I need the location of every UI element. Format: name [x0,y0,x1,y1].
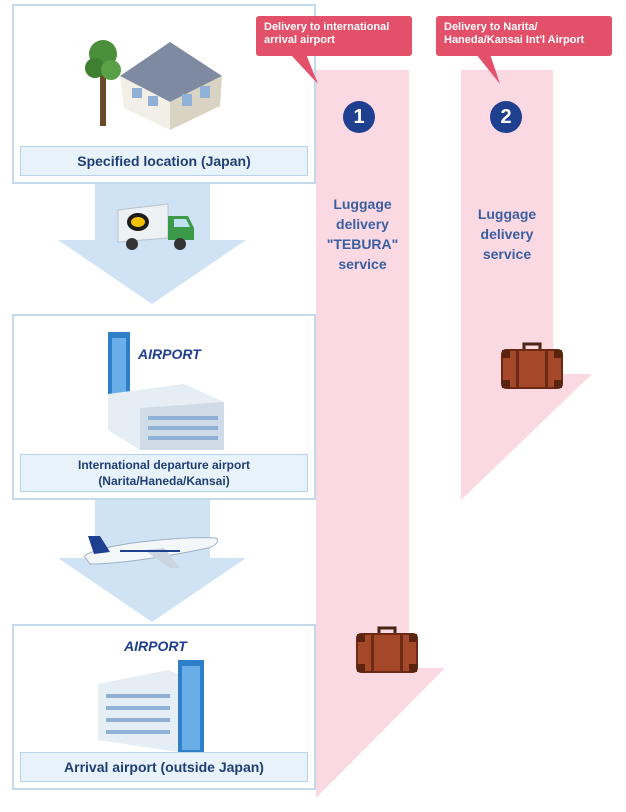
home-label: Specified location (Japan) [20,146,308,176]
departure-airport-sign: AIRPORT [138,346,201,362]
arrival-label: Arrival airport (outside Japan) [20,752,308,782]
delivery-truck-icon [117,203,194,250]
route-1-service-line1: Luggage [333,196,392,212]
suitcase-icon-route-2 [501,342,563,389]
airplane-icon [83,536,219,568]
departure-node: AIRPORT International departure airport … [12,314,316,500]
route-2-service-line2: delivery [480,226,534,242]
route-1-service-line3: "TEBURA" [326,236,399,252]
route-2-service-text: Luggage delivery service [461,204,553,264]
house-icon [85,40,222,130]
route-2-number-badge: 2 [490,101,522,133]
arrival-airport-building-icon [98,660,204,754]
departure-label-line2: (Narita/Haneda/Kansai) [98,474,230,488]
route-2-tag-line2: Haneda/Kansai Int'l Airport [444,34,585,46]
departure-label-line1: International departure airport [77,458,251,472]
route-1-service-line2: delivery [336,216,389,232]
route-2-service-line3: service [482,246,532,262]
suitcase-icon-route-1 [356,626,418,673]
route-1-tag-line2: arrival airport [264,34,335,46]
route-2-service-line1: Luggage [477,206,537,222]
airport-building-icon [108,332,224,450]
route-2-tag: Delivery to Narita/ Haneda/Kansai Int'l … [436,16,612,56]
route-2-band [461,70,592,500]
route-1-service-text: Luggage delivery "TEBURA" service [316,194,409,274]
route-1-service-line4: service [338,256,387,272]
route-2-tag-line1: Delivery to Narita/ [444,21,538,33]
route-1-tag: Delivery to international arrival airpor… [256,16,412,56]
route-1-tag-line1: Delivery to international [264,21,390,33]
route-2-tag-pointer [476,54,500,84]
departure-label: International departure airport (Narita/… [20,454,308,492]
arrival-airport-sign: AIRPORT [124,638,187,654]
arrival-node: AIRPORT Arrival airport (outside Japan) [12,624,316,790]
route-1-number-badge: 1 [343,101,375,133]
